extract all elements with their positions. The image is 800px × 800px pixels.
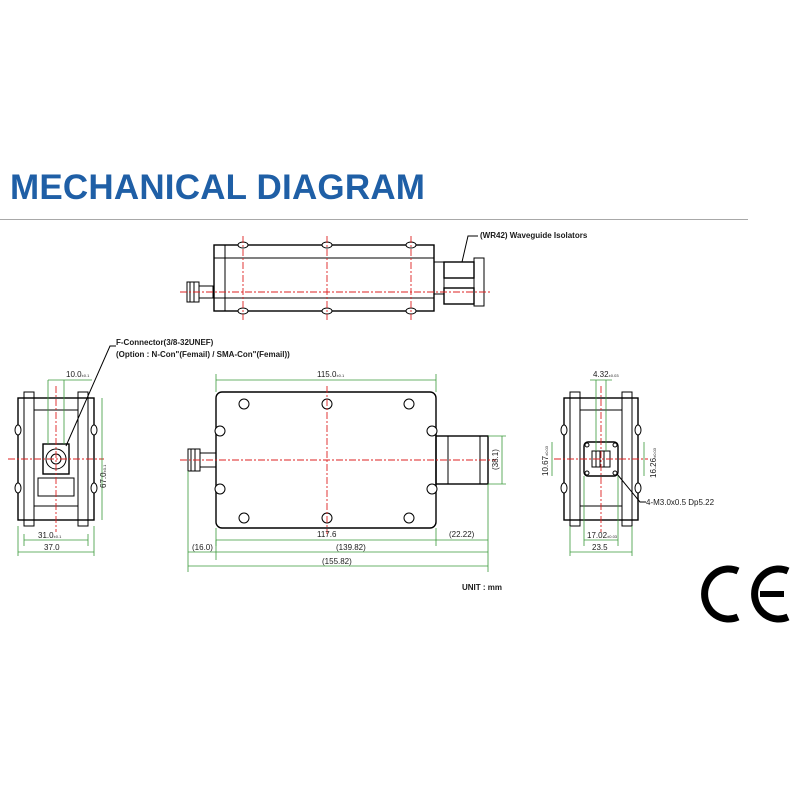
dim-body-width-tol: ±0.1 xyxy=(336,373,345,378)
dim-overall: (155.82) xyxy=(322,557,352,566)
connector-note: F-Connector(3/8-32UNEF) xyxy=(116,338,214,347)
dim-outer-height: 16.26 xyxy=(649,457,658,478)
dim-inner-height-tol: ±0.03 xyxy=(544,445,549,456)
dim-base-width: 23.5 xyxy=(592,543,608,552)
svg-text:10.0±0.1: 10.0±0.1 xyxy=(66,370,90,379)
dim-top-width: 4.32 xyxy=(593,370,609,379)
dim-body-width: 115.0 xyxy=(317,370,337,379)
dim-flange-width-tol: ±0.03 xyxy=(607,534,618,539)
right-view: 4.32±0.03 10.67±0.03 16.26±0.03 4-M3.0x0… xyxy=(541,370,715,556)
dim-height: 67.0 xyxy=(99,472,108,488)
waveguide-callout: (WR42) Waveguide Isolators xyxy=(480,231,588,240)
dim-connector-width-tol: ±0.1 xyxy=(82,373,91,378)
dim-height-tol: ±0.1 xyxy=(102,464,107,473)
dim-flange-length: (22.22) xyxy=(449,530,475,539)
title-divider xyxy=(0,219,748,220)
top-view: (WR42) Waveguide Isolators xyxy=(180,231,588,320)
main-view: 115.0±0.1 (38.1) 117.6 (22.22) (16.0) (1… xyxy=(180,370,506,592)
dim-inner-height: 10.67 xyxy=(541,455,550,476)
dim-connector-width: 10.0 xyxy=(66,370,82,379)
left-view: F-Connector(3/8-32UNEF) (Option : N-Con"… xyxy=(8,338,290,556)
dim-flange-width: 17.02 xyxy=(587,531,608,540)
dim-outer-height-tol: ±0.03 xyxy=(652,447,657,458)
dim-base-inner-tol: ±0.1 xyxy=(54,534,63,539)
dim-base-outer: 37.0 xyxy=(44,543,60,552)
svg-text:10.67±0.03: 10.67±0.03 xyxy=(541,445,550,476)
unit-label: UNIT : mm xyxy=(462,583,502,592)
dim-total-body: (139.82) xyxy=(336,543,366,552)
bolt-note: 4-M3.0x0.5 Dp5.22 xyxy=(646,498,715,507)
svg-text:17.02±0.03: 17.02±0.03 xyxy=(587,531,618,540)
dim-connector-length: (16.0) xyxy=(192,543,213,552)
page-title: MECHANICAL DIAGRAM xyxy=(10,168,426,207)
option-note: (Option : N-Con"(Femail) / SMA-Con"(Fema… xyxy=(116,350,290,359)
svg-text:16.26±0.03: 16.26±0.03 xyxy=(649,447,658,478)
dim-base-inner: 31.0 xyxy=(38,531,54,540)
svg-text:115.0±0.1: 115.0±0.1 xyxy=(317,370,345,379)
dim-hole-span: 117.6 xyxy=(317,530,337,539)
dim-flange-height: (38.1) xyxy=(491,449,500,470)
svg-text:31.0±0.1: 31.0±0.1 xyxy=(38,531,62,540)
svg-text:4.32±0.03: 4.32±0.03 xyxy=(593,370,619,379)
ce-mark-icon xyxy=(701,565,790,623)
dim-top-width-tol: ±0.03 xyxy=(609,373,620,378)
top-view-body xyxy=(213,244,435,312)
svg-text:67.0±0.1: 67.0±0.1 xyxy=(99,464,108,488)
